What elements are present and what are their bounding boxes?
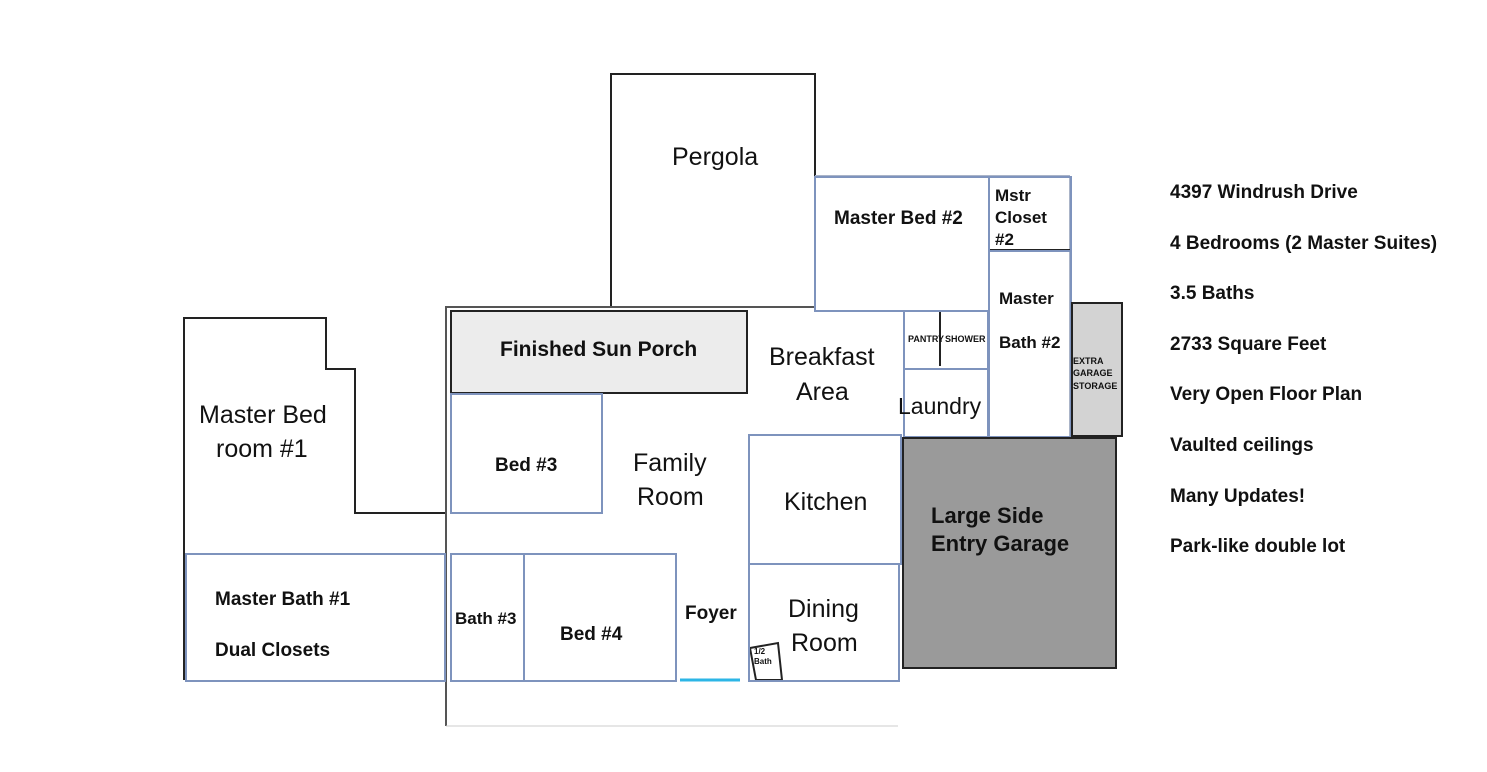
master-bed-1-outline (183, 317, 446, 680)
family-label-2: Room (637, 483, 704, 511)
breakfast-label-2: Area (796, 378, 849, 406)
listing-info: 4397 Windrush Drive 4 Bedrooms (2 Master… (1170, 178, 1437, 583)
mstr-closet-label-2: Closet (995, 208, 1047, 227)
extra-garage-storage (1071, 302, 1123, 437)
storage-label-1: EXTRA (1073, 356, 1104, 366)
dining-label-2: Room (791, 629, 858, 657)
master-bath-2-label-2: Bath #2 (999, 333, 1061, 352)
half-bath-label-1: 1/2 (754, 647, 766, 656)
info-square-feet: 2733 Square Feet (1170, 333, 1327, 355)
dining-label-1: Dining (788, 595, 859, 623)
sun-porch-room (450, 310, 748, 394)
foyer-label: Foyer (685, 603, 737, 624)
bed-4-label: Bed #4 (560, 624, 623, 645)
bath-3-label: Bath #3 (455, 609, 517, 628)
laundry-label: Laundry (898, 393, 982, 419)
storage-label-2: GARAGE (1073, 368, 1113, 378)
info-updates: Many Updates! (1170, 485, 1306, 507)
master-bath-2-label-1: Master (999, 289, 1054, 308)
breakfast-label-1: Breakfast (769, 343, 875, 371)
mstr-closet-label-1: Mstr (995, 186, 1031, 205)
info-bedrooms: 4 Bedrooms (2 Master Suites) (1170, 232, 1438, 254)
dining-room (748, 563, 900, 682)
info-lot: Park-like double lot (1170, 536, 1346, 558)
master-bed-1-label-1: Master Bed (199, 401, 327, 429)
bed-3-room (450, 393, 603, 514)
info-address: 4397 Windrush Drive (1170, 182, 1358, 203)
mstr-closet-label-3: #2 (995, 230, 1014, 249)
bed-3-label: Bed #3 (495, 455, 558, 476)
master-bed-1-label-2: room #1 (216, 435, 308, 463)
dual-closets-label: Dual Closets (215, 640, 331, 661)
info-baths: 3.5 Baths (1170, 283, 1255, 305)
info-ceilings: Vaulted ceilings (1170, 434, 1314, 456)
master-bath-1-room (185, 553, 446, 682)
sun-porch-label: Finished Sun Porch (500, 338, 698, 361)
family-label-1: Family (633, 449, 707, 477)
kitchen-label: Kitchen (784, 488, 868, 516)
shower-label: SHOWER (945, 334, 986, 344)
pantry-label: PANTRY (908, 334, 944, 344)
storage-label-3: STORAGE (1073, 381, 1118, 391)
pergola-outline (610, 73, 816, 308)
master-bath-1-label: Master Bath #1 (215, 589, 351, 610)
master-bed-2-room (814, 176, 990, 312)
main-house-outline (445, 306, 815, 726)
garage-room (902, 437, 1117, 669)
info-floor-plan: Very Open Floor Plan (1170, 384, 1363, 406)
half-bath-label-2: Bath (754, 657, 772, 666)
bed-4-room (523, 553, 677, 682)
pergola-label: Pergola (672, 143, 759, 171)
garage-label-1: Large Side (931, 503, 1044, 528)
garage-label-2: Entry Garage (931, 531, 1070, 556)
master-bed-2-label: Master Bed #2 (834, 208, 963, 229)
